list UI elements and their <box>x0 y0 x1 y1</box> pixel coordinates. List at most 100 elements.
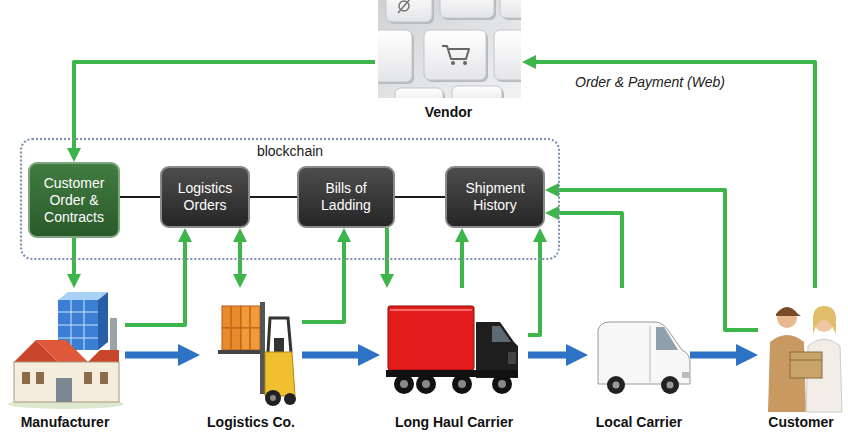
customer-icon <box>813 306 836 334</box>
flow-arrow <box>385 228 389 281</box>
truck-icon <box>400 380 408 388</box>
flow-arrow <box>238 235 242 281</box>
keyboard-image <box>494 30 521 80</box>
customer-icon <box>768 306 842 412</box>
factory-icon <box>36 340 88 362</box>
van-icon <box>598 322 690 384</box>
factory-icon <box>84 372 92 384</box>
keyboard-image <box>378 0 521 98</box>
flow-arrow <box>529 62 815 288</box>
factory-icon <box>71 300 72 350</box>
shipment-arrow <box>302 352 369 359</box>
forklift-icon <box>268 318 291 352</box>
edge-label: Order & Payment (Web) <box>572 74 728 91</box>
keyboard-image <box>386 0 432 22</box>
node-label: Manufacturer <box>19 414 112 430</box>
forklift-icon <box>265 390 281 406</box>
vendor-node: Vendor <box>375 0 522 122</box>
forklift-icon <box>230 306 232 350</box>
customer-icon <box>776 307 801 316</box>
customer-icon <box>790 352 822 378</box>
forklift-icon <box>218 302 296 406</box>
truck-icon <box>452 374 472 394</box>
chain-link <box>250 196 297 198</box>
party-node: Long Haul Carrier <box>380 288 528 432</box>
node-label: Logistics Co. <box>205 414 297 430</box>
van-icon <box>682 372 690 378</box>
forklift-icon <box>265 352 295 396</box>
chain-link <box>120 196 160 198</box>
van-icon <box>661 376 679 394</box>
node-label: Shipment History <box>453 180 537 214</box>
factory-icon <box>58 325 98 326</box>
node-label: Logistics Orders <box>168 180 242 214</box>
keyboard-image <box>440 0 494 18</box>
shipment-arrow <box>125 352 189 359</box>
keyboard-image <box>398 0 410 13</box>
van-icon <box>656 327 678 350</box>
node-label: Customer Order & Contracts <box>36 175 112 226</box>
ledger-box: Logistics Orders <box>160 166 250 228</box>
truck-icon <box>390 309 472 311</box>
factory-icon <box>36 372 44 384</box>
shipment-arrow <box>528 352 577 359</box>
factory-icon <box>100 372 108 384</box>
flow-arrow <box>74 62 375 155</box>
truck-icon <box>388 306 474 370</box>
shipment-arrow <box>690 352 747 359</box>
truck-icon <box>386 306 518 394</box>
chain-link <box>395 196 445 198</box>
factory-icon <box>22 372 30 384</box>
blockchain-group: blockchainCustomer Order & Contracts Logi… <box>20 138 560 260</box>
truck-icon <box>508 352 516 364</box>
keyboard-image <box>463 61 467 65</box>
node-label: Local Carrier <box>594 414 684 430</box>
truck-icon <box>492 326 511 342</box>
party-node: Logistics Co. <box>200 288 302 432</box>
van-icon <box>598 322 690 394</box>
keyboard-image <box>378 30 412 82</box>
keyboard-image <box>452 86 502 98</box>
truck-icon <box>422 380 430 388</box>
factory-icon <box>14 362 119 402</box>
group-heading: blockchain <box>257 143 323 159</box>
truck-icon <box>476 322 518 378</box>
forklift-icon <box>284 393 296 405</box>
node-label: Vendor <box>423 104 474 120</box>
party-node: Manufacturer <box>5 288 125 432</box>
ledger-box: Customer Order & Contracts <box>28 162 120 238</box>
customer-icon <box>790 360 822 361</box>
truck-icon <box>416 374 436 394</box>
keyboard-image <box>395 88 443 98</box>
van-icon <box>607 376 625 394</box>
forklift-icon <box>260 302 265 394</box>
node-label: Customer <box>766 414 835 430</box>
truck-icon <box>492 374 512 394</box>
flow-arrow <box>302 235 344 322</box>
van-icon <box>613 382 620 389</box>
flow-arrow <box>460 235 464 288</box>
forklift-icon <box>249 306 251 350</box>
node-label: Long Haul Carrier <box>393 414 515 430</box>
flow-arrow <box>125 235 185 325</box>
forklift-icon <box>274 338 284 352</box>
truck-icon <box>394 374 414 394</box>
factory-icon <box>98 292 108 350</box>
keyboard-image <box>451 61 455 65</box>
truck-icon <box>498 380 506 388</box>
factory-icon <box>58 312 98 313</box>
van-icon <box>650 326 651 382</box>
flow-arrow <box>552 190 758 330</box>
factory-icon <box>84 300 85 350</box>
keyboard-image <box>424 30 486 80</box>
factory-icon <box>8 292 124 409</box>
flow-arrow <box>552 213 622 288</box>
truck-icon <box>458 380 466 388</box>
ledger-box: Bills of Ladding <box>297 166 395 228</box>
keyboard-image <box>500 0 521 18</box>
factory-icon <box>110 318 117 354</box>
factory-icon <box>88 350 119 362</box>
node-label: Bills of Ladding <box>305 180 387 214</box>
